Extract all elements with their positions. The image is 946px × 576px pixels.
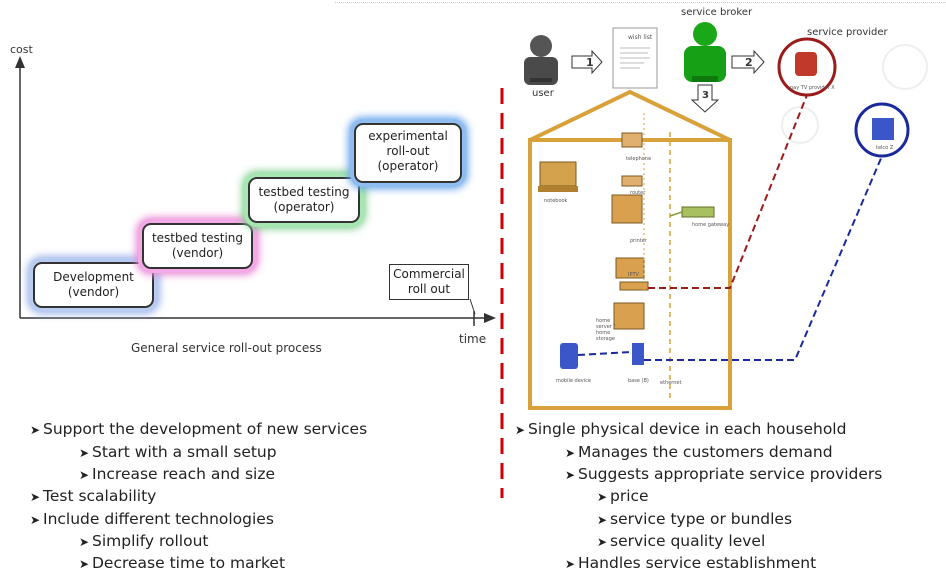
provider-1-label: pay TV provider X <box>790 85 835 91</box>
right-bullet-6: ➤service quality level <box>597 532 766 550</box>
device-tv: IPTV <box>628 272 639 278</box>
step-3: 3 <box>702 90 709 101</box>
diagram-caption: General service roll-out process <box>131 341 322 355</box>
step-1: 1 <box>586 56 594 69</box>
right-bullet-4: ➤price <box>597 487 649 505</box>
right-bullet-1: ➤Single physical device in each househol… <box>515 420 847 438</box>
left-bullet-1: ➤Support the development of new services <box>30 420 368 438</box>
device-ethernet: ethernet <box>660 380 682 386</box>
commercial-rollout-box: Commercial roll out <box>389 264 469 300</box>
service-provider-label: service provider <box>807 27 888 38</box>
left-bullet-5: ➤Include different technologies <box>30 510 274 528</box>
device-telephone: telephone <box>626 156 652 162</box>
service-broker-label: service broker <box>681 7 753 18</box>
rollout-axes <box>15 56 496 326</box>
device-mobile: mobile device <box>556 378 591 384</box>
device-gateway: home gateway <box>692 222 730 228</box>
left-bullet-3: ➤Increase reach and size <box>79 465 276 483</box>
device-base: base (B) <box>628 378 649 384</box>
right-bullet-3: ➤Suggests appropriate service providers <box>565 465 883 483</box>
user-label: user <box>532 88 554 99</box>
device-notebook: notebook <box>544 198 568 204</box>
left-bullet-6: ➤Simplify rollout <box>79 532 209 550</box>
step-2: 2 <box>745 56 753 69</box>
top-divider <box>335 2 946 3</box>
right-bullet-7: ➤Handles service establishment <box>565 554 817 572</box>
center-divider <box>500 88 504 498</box>
device-storage: home server / home storage <box>596 318 616 342</box>
left-bullet-7: ➤Decrease time to market <box>79 554 286 572</box>
stage-experimental-rollout: experimental roll-out (operator) <box>354 123 462 183</box>
stage-testbed-vendor: testbed testing (vendor) <box>142 223 253 269</box>
right-bullet-2: ➤Manages the customers demand <box>565 443 833 461</box>
device-router: router <box>630 190 646 196</box>
x-axis-label: time <box>459 332 487 346</box>
stage-testbed-operator: testbed testing (operator) <box>248 177 360 223</box>
left-bullet-2: ➤Start with a small setup <box>79 443 277 461</box>
user-figure <box>524 35 558 85</box>
provider-2-label: telco Z <box>876 145 894 151</box>
stage-development: Development (vendor) <box>33 262 154 308</box>
y-axis-label: cost <box>10 43 33 56</box>
service-broker-diagram <box>524 22 928 410</box>
right-bullet-5: ➤service type or bundles <box>597 510 793 528</box>
broker-figure <box>684 22 726 82</box>
left-bullet-4: ➤Test scalability <box>30 487 157 505</box>
wishlist-title: wish list <box>628 34 653 41</box>
device-printer: printer <box>630 238 647 244</box>
